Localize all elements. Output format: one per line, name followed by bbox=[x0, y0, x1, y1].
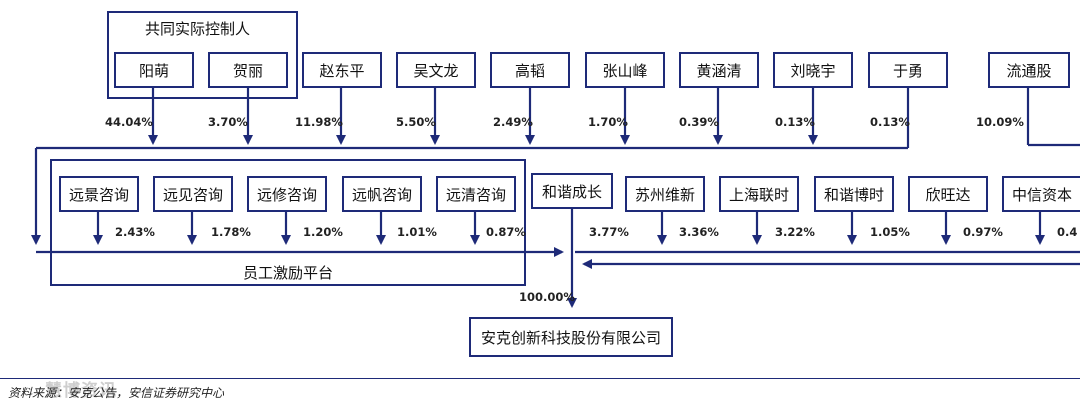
holder-box-citic-capital: 中信资本 bbox=[1002, 176, 1080, 212]
holder-box-hexie-boshi: 和谐博时 bbox=[814, 176, 894, 212]
pct-yangmeng: 44.04% bbox=[105, 115, 153, 129]
pct-public-float: 10.09% bbox=[976, 115, 1024, 129]
pct-yuanjian: 1.78% bbox=[211, 225, 251, 239]
employee-platform-group bbox=[50, 159, 526, 286]
pct-total: 100.00% bbox=[519, 290, 575, 304]
pct-zhaodongping: 11.98% bbox=[295, 115, 343, 129]
watermark: 慧博资讯 bbox=[45, 381, 117, 401]
holder-box-zhaodongping: 赵东平 bbox=[302, 52, 382, 88]
holder-box-shanghai-lianshi: 上海联时 bbox=[719, 176, 799, 212]
pct-citic-capital: 0.4 bbox=[1057, 225, 1078, 239]
pct-heli: 3.70% bbox=[208, 115, 248, 129]
platform-box-yuanjing: 远景咨询 bbox=[59, 176, 139, 212]
employee-platform-title: 员工激励平台 bbox=[243, 264, 334, 282]
pct-gaotao: 2.49% bbox=[493, 115, 533, 129]
holder-box-liuxiaoyu: 刘晓宇 bbox=[773, 52, 853, 88]
actual-controllers-title: 共同实际控制人 bbox=[145, 20, 251, 38]
holder-box-public-float: 流通股 bbox=[988, 52, 1070, 88]
pct-yuanqing: 0.87% bbox=[486, 225, 526, 239]
platform-box-yuanfan: 远帆咨询 bbox=[342, 176, 422, 212]
holder-box-wuwenlong: 吴文龙 bbox=[396, 52, 476, 88]
holder-box-yuyong: 于勇 bbox=[868, 52, 948, 88]
pct-xinwangda: 0.97% bbox=[963, 225, 1003, 239]
platform-box-yuanxiu: 远修咨询 bbox=[247, 176, 327, 212]
holder-box-hexie-chengzhang: 和谐成长 bbox=[531, 173, 613, 209]
company-box: 安克创新科技股份有限公司 bbox=[469, 317, 673, 357]
pct-liuxiaoyu: 0.13% bbox=[775, 115, 815, 129]
pct-yuanjing: 2.43% bbox=[115, 225, 155, 239]
pct-shanghai-lianshi: 3.22% bbox=[775, 225, 815, 239]
pct-zhangshanfeng: 1.70% bbox=[588, 115, 628, 129]
source-note: 资料来源：安克公告，安信证券研究中心 bbox=[8, 386, 225, 400]
holder-box-huanghanqing: 黄涵清 bbox=[679, 52, 759, 88]
pct-yuanfan: 1.01% bbox=[397, 225, 437, 239]
holder-box-xinwangda: 欣旺达 bbox=[908, 176, 988, 212]
platform-box-yuanjian: 远见咨询 bbox=[153, 176, 233, 212]
footer-rule bbox=[0, 378, 1080, 379]
pct-wuwenlong: 5.50% bbox=[396, 115, 436, 129]
pct-huanghanqing: 0.39% bbox=[679, 115, 719, 129]
holder-box-gaotao: 高韬 bbox=[490, 52, 570, 88]
platform-box-yuanqing: 远清咨询 bbox=[436, 176, 516, 212]
holder-box-suzhou-weixin: 苏州维新 bbox=[625, 176, 705, 212]
holder-box-zhangshanfeng: 张山峰 bbox=[585, 52, 665, 88]
holder-box-heli: 贺丽 bbox=[208, 52, 288, 88]
actual-controllers-group bbox=[107, 11, 298, 99]
pct-hexie-chengzhang: 3.77% bbox=[589, 225, 629, 239]
pct-hexie-boshi: 1.05% bbox=[870, 225, 910, 239]
pct-yuyong: 0.13% bbox=[870, 115, 910, 129]
holder-box-yangmeng: 阳萌 bbox=[114, 52, 194, 88]
pct-yuanxiu: 1.20% bbox=[303, 225, 343, 239]
pct-suzhou-weixin: 3.36% bbox=[679, 225, 719, 239]
